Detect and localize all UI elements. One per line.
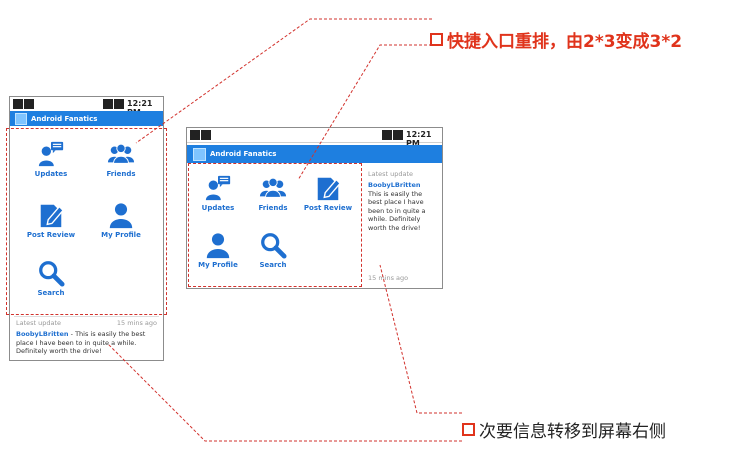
latest-update-label: Latest update	[16, 319, 62, 327]
app-title: Android Fanatics	[210, 150, 277, 158]
app-icon	[15, 113, 27, 125]
bottom-callout-text: 次要信息转移到屏幕右侧	[479, 422, 666, 442]
leader-line-bottom-portrait	[107, 343, 462, 442]
update-author[interactable]: BoobyLBritten	[368, 181, 421, 189]
signal-icon	[103, 99, 113, 109]
battery-icon	[114, 99, 124, 109]
update-author[interactable]: BoobyLBritten	[16, 330, 69, 338]
app-bar: Android Fanatics	[187, 145, 442, 163]
landscape-phone: 12:21 PM Android Fanatics Updates Friend…	[186, 127, 443, 289]
bottom-callout: 次要信息转移到屏幕右侧	[462, 417, 666, 442]
tile-search[interactable]: Search	[16, 259, 86, 297]
app-bar: Android Fanatics	[10, 111, 163, 126]
tile-label: Search	[259, 261, 287, 269]
tile-label: Post Review	[26, 231, 76, 239]
tile-label: My Profile	[198, 261, 238, 269]
tile-search[interactable]: Search	[238, 231, 308, 269]
bullet-box-icon	[430, 33, 443, 46]
leader-line-top-portrait	[135, 18, 432, 144]
update-text: This is easily the best place I have bee…	[16, 330, 146, 355]
status-block-icon	[13, 99, 23, 109]
tile-friends[interactable]: Friends	[86, 140, 156, 178]
status-block-icon	[201, 130, 211, 140]
portrait-tiles-highlight	[6, 128, 167, 315]
battery-icon	[393, 130, 403, 140]
tile-label: Updates	[201, 204, 235, 212]
app-icon	[193, 148, 206, 161]
status-bar: 12:21 PM	[187, 128, 442, 148]
update-entry: BoobyLBritten This is easily the best pl…	[368, 181, 438, 232]
tile-my-profile[interactable]: My Profile	[86, 201, 156, 239]
status-time: 12:21 PM	[406, 130, 432, 148]
update-entry: BoobyLBritten - This is easily the best …	[16, 330, 158, 356]
tile-my-profile[interactable]: My Profile	[183, 231, 253, 269]
update-timestamp: 15 mins ago	[116, 319, 157, 327]
tile-label: Search	[37, 289, 65, 297]
leader-line-top-landscape	[297, 44, 432, 181]
tile-label: My Profile	[101, 231, 141, 239]
bullet-box-icon	[462, 423, 475, 436]
tile-label: Friends	[106, 170, 136, 178]
divider	[14, 316, 159, 317]
portrait-phone: 12:21 PM Android Fanatics Updates Friend…	[9, 96, 164, 361]
tile-friends[interactable]: Friends	[238, 174, 308, 212]
top-callout: 快捷入口重排，由2*3变成3*2	[430, 27, 682, 52]
top-callout-text: 快捷入口重排，由2*3变成3*2	[447, 32, 683, 52]
tile-updates[interactable]: Updates	[16, 140, 86, 178]
status-block-icon	[24, 99, 34, 109]
update-text: This is easily the best place I have bee…	[368, 189, 426, 232]
app-title: Android Fanatics	[31, 115, 98, 123]
tile-post-review[interactable]: Post Review	[293, 174, 363, 212]
tile-label: Friends	[258, 204, 288, 212]
tile-label: Updates	[34, 170, 68, 178]
landscape-tiles-highlight	[188, 163, 362, 287]
tile-post-review[interactable]: Post Review	[16, 201, 86, 239]
signal-icon	[382, 130, 392, 140]
tile-updates[interactable]: Updates	[183, 174, 253, 212]
update-separator: -	[70, 330, 76, 338]
latest-update-label: Latest update	[368, 170, 414, 178]
update-timestamp: 15 mins ago	[368, 274, 409, 282]
tile-label: Post Review	[303, 204, 353, 212]
status-block-icon	[190, 130, 200, 140]
leader-line-bottom-landscape	[379, 264, 462, 414]
